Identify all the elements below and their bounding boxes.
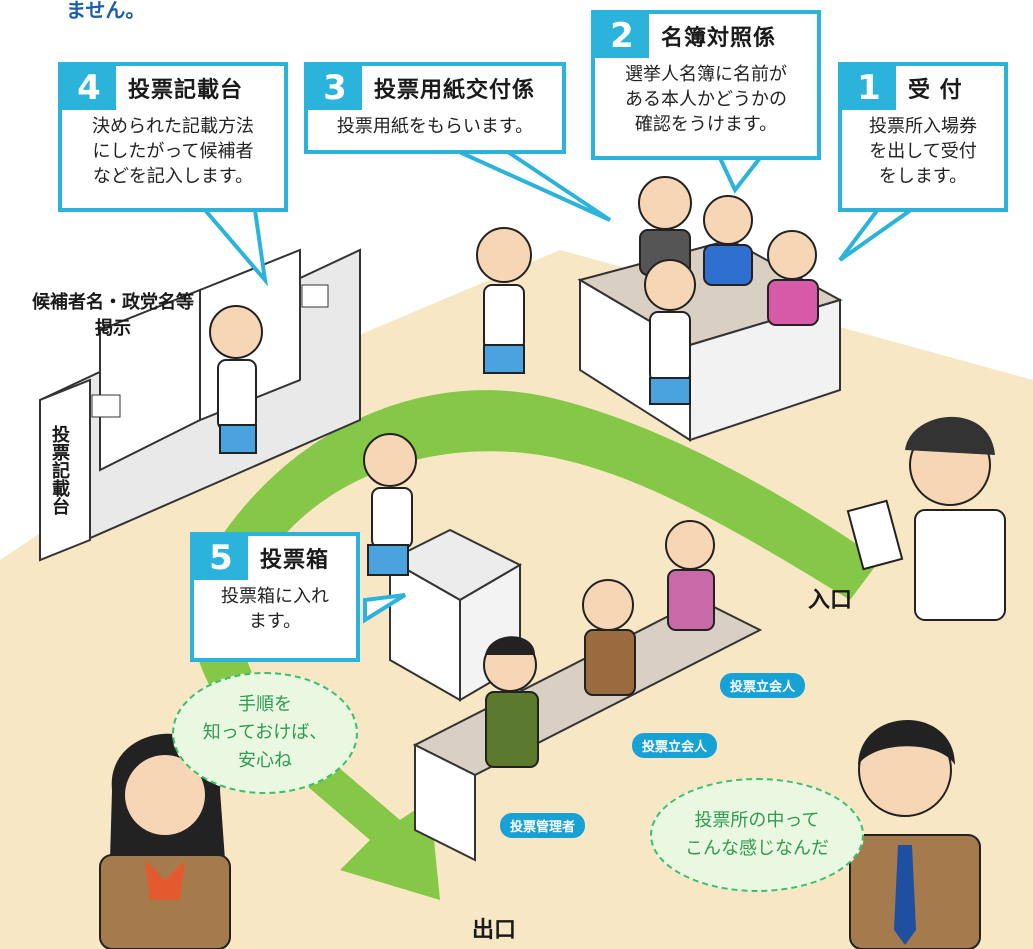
step-4-title: 投票記載台 <box>128 78 244 103</box>
manager <box>483 636 539 768</box>
candidate-board-label: 候補者名・政党名等 掲示 <box>8 290 218 342</box>
candidate-board-label-line: 候補者名・政党名等 <box>32 292 194 313</box>
step-3-line: 投票用紙をもらいます。 <box>336 116 534 137</box>
bubble-line: 知っておけば、 <box>202 722 328 743</box>
step-3-title: 投票用紙交付係 <box>374 78 536 103</box>
step-2-title: 名簿対照係 <box>661 26 777 51</box>
step-5-box: 5 投票箱 投票箱に入れ ます。 <box>190 532 360 662</box>
entrance-label: 入口 <box>808 588 853 613</box>
student-boy <box>849 720 981 949</box>
bubble-line: こんな感じなんだ <box>685 838 829 859</box>
step-3-number: 3 <box>308 66 362 110</box>
bubble-line: 投票所の中って <box>694 810 820 831</box>
girl-speech-bubble: 手順を 知っておけば、 安心ね <box>172 672 358 794</box>
step-1-line: 投票所入場券 <box>869 116 977 137</box>
step-3-box: 3 投票用紙交付係 投票用紙をもらいます。 <box>304 62 566 154</box>
exit-label: 出口 <box>472 918 517 943</box>
step-1-number: 1 <box>842 66 896 110</box>
step-2-box: 2 名簿対照係 選挙人名簿に名前が ある本人かどうかの 確認をうけます。 <box>591 10 821 160</box>
step-1-title: 受 付 <box>908 78 963 103</box>
top-text-fragment: ません。 <box>66 0 146 22</box>
step-4-line: にしたがって候補者 <box>92 141 254 162</box>
step-1-box: 1 受 付 投票所入場券 を出して受付 をします。 <box>838 62 1008 212</box>
voter-at-booth <box>209 305 263 454</box>
step-5-title: 投票箱 <box>260 548 330 573</box>
step-1-line: をします。 <box>878 166 968 187</box>
step-4-line: などを記入します。 <box>92 166 254 187</box>
step-2-line: 選挙人名簿に名前が <box>625 64 787 85</box>
step-2-line: ある本人かどうかの <box>625 89 787 110</box>
step-4-line: 決められた記載方法 <box>92 116 254 137</box>
bubble-line: 安心ね <box>238 750 292 771</box>
clerks <box>638 176 819 326</box>
voter-at-desk <box>644 259 696 405</box>
booth-vertical-label: 投票記載台 <box>49 425 70 515</box>
witness-badge: 投票立会人 <box>632 733 718 758</box>
step-5-line: 投票箱に入れ <box>221 586 329 607</box>
bubble-line: 手順を <box>238 694 292 715</box>
manager-badge: 投票管理者 <box>500 813 586 838</box>
step-4-number: 4 <box>62 66 116 110</box>
candidate-board-label-line: 掲示 <box>95 318 131 339</box>
step-1-line: を出して受付 <box>869 141 977 162</box>
entering-voter <box>846 416 1006 621</box>
step-5-number: 5 <box>194 536 248 580</box>
step-2-number: 2 <box>595 14 649 58</box>
witness-women <box>665 520 715 631</box>
boy-speech-bubble: 投票所の中って こんな感じなんだ <box>650 778 864 892</box>
voter-at-ballot-box <box>363 433 417 576</box>
step-4-box: 4 投票記載台 決められた記載方法 にしたがって候補者 などを記入します。 <box>58 62 288 212</box>
witness-badge: 投票立会人 <box>720 673 806 698</box>
voter-walking <box>476 227 532 374</box>
step-5-line: ます。 <box>248 611 302 632</box>
step-2-line: 確認をうけます。 <box>634 114 778 135</box>
witness-elder <box>582 579 636 696</box>
people <box>99 176 1006 949</box>
